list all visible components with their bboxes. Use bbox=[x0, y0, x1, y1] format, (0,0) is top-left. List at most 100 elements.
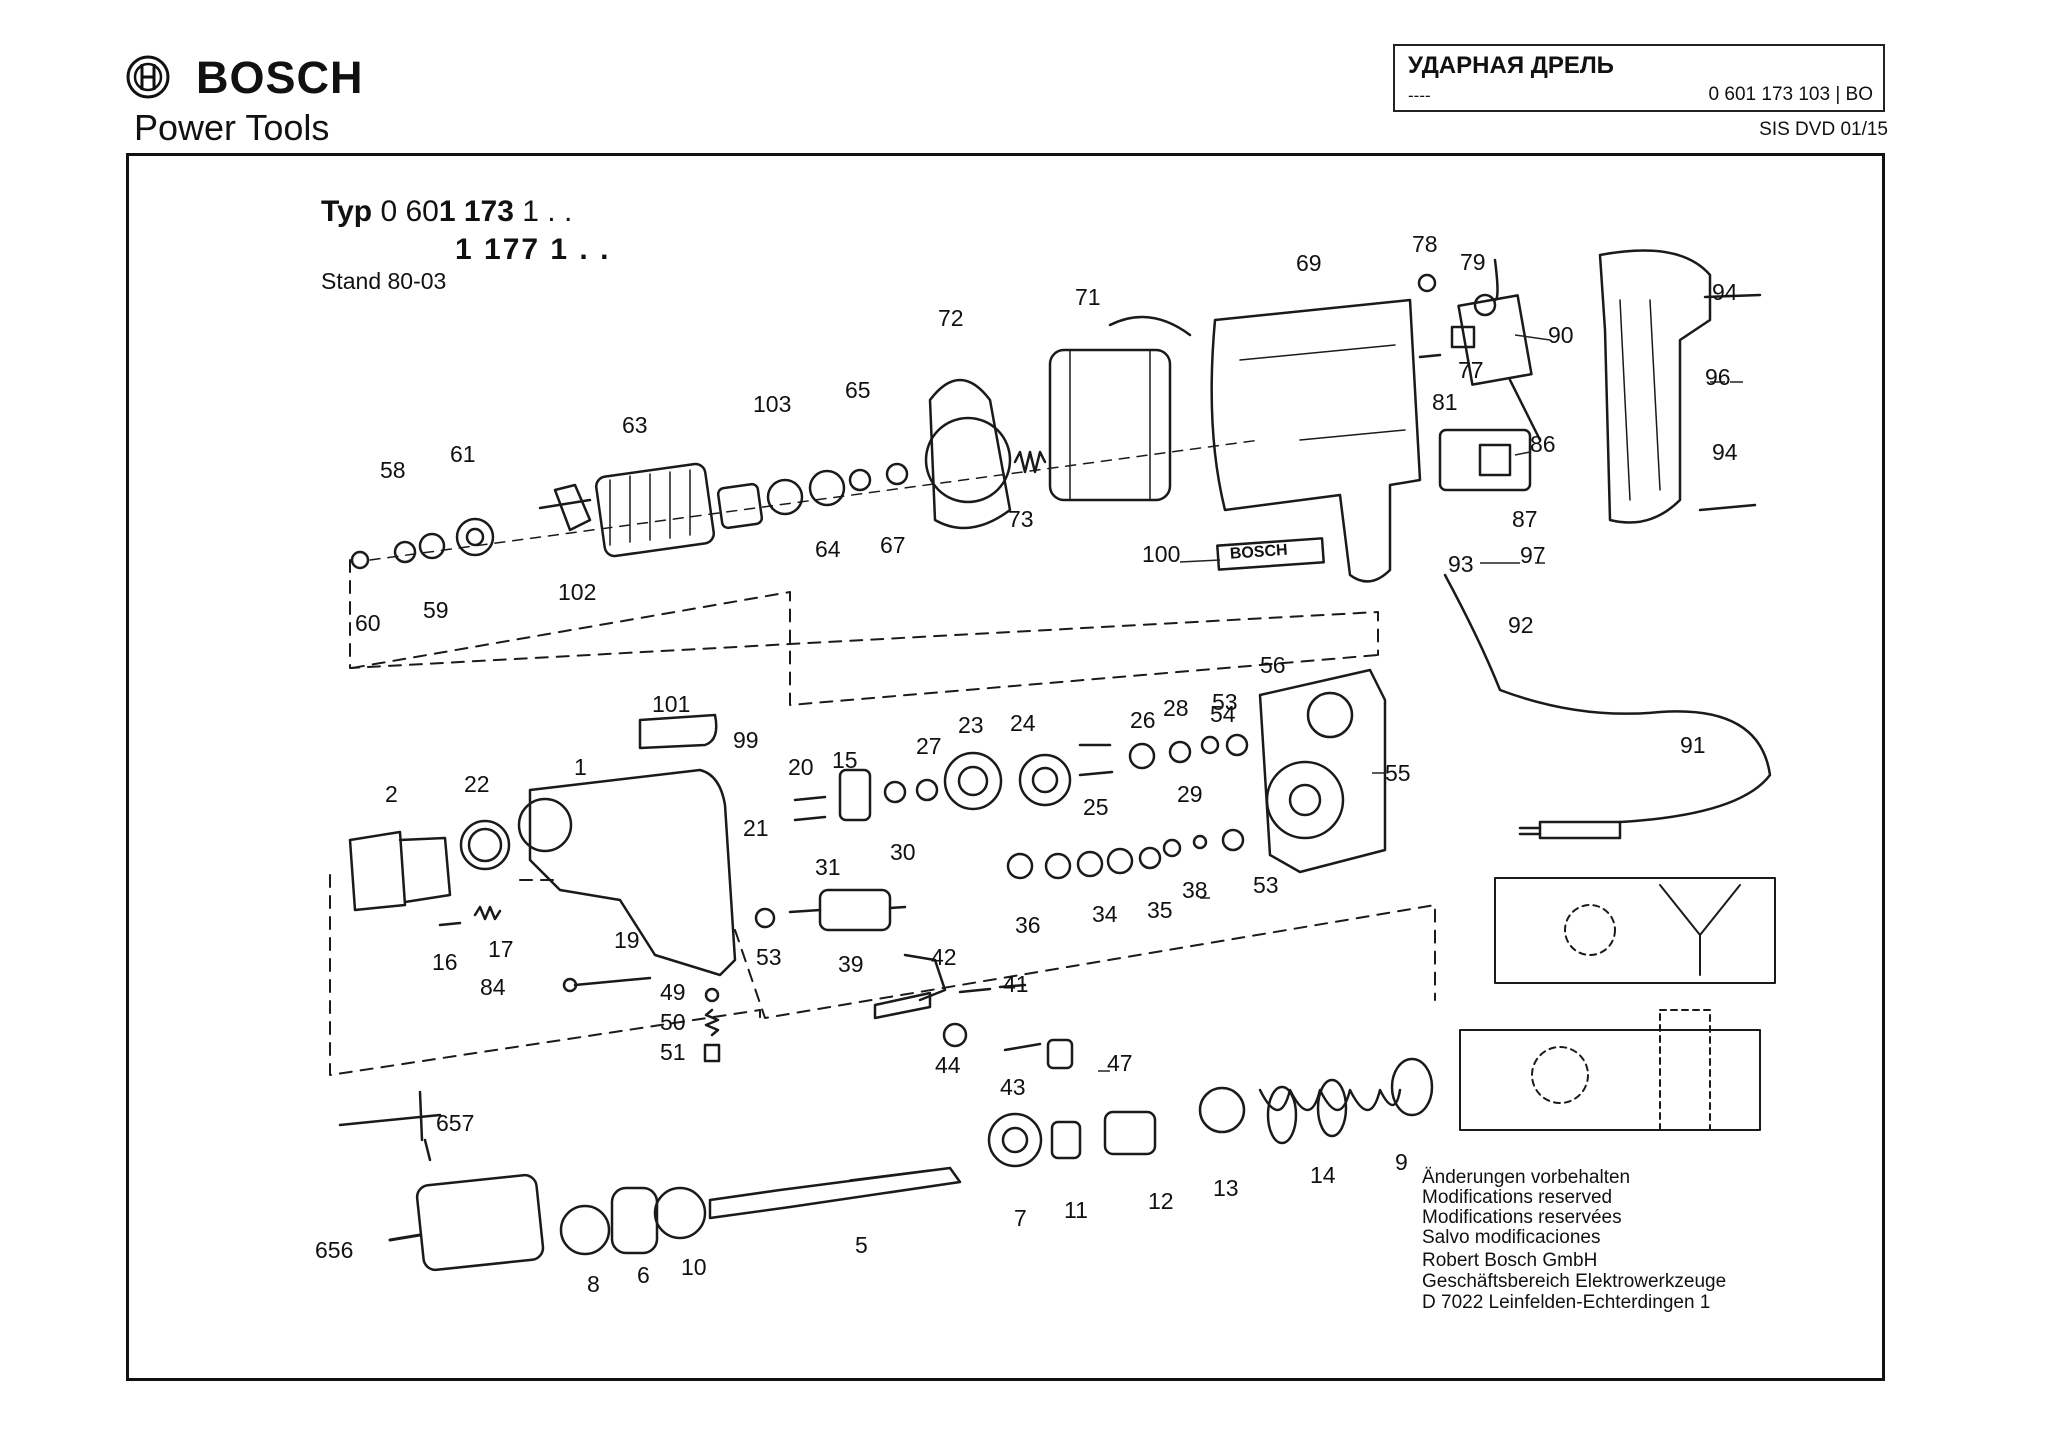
part-label: 64 bbox=[815, 536, 841, 562]
note-line: Modifications reservées bbox=[1422, 1207, 1622, 1228]
part-label: 53 bbox=[756, 944, 782, 970]
part-label: 38 bbox=[1182, 877, 1208, 903]
part-label: 12 bbox=[1148, 1188, 1174, 1214]
part-label: 81 bbox=[1432, 389, 1458, 415]
part-label: 42 bbox=[931, 944, 957, 970]
part-label: 13 bbox=[1213, 1175, 1239, 1201]
part-label: 30 bbox=[890, 839, 916, 865]
part-label: 65 bbox=[845, 377, 871, 403]
typ-line-2: 1 177 1 . . bbox=[455, 233, 611, 266]
part-label: 87 bbox=[1512, 506, 1538, 532]
part-label: 24 bbox=[1010, 710, 1036, 736]
part-label: 7 bbox=[1014, 1205, 1027, 1231]
part-label: 17 bbox=[488, 936, 514, 962]
part-label: 14 bbox=[1310, 1162, 1336, 1188]
part-label: 61 bbox=[450, 441, 476, 467]
part-label: 6 bbox=[637, 1262, 650, 1288]
part-label: 59 bbox=[423, 597, 449, 623]
typ-prefix: 0 60 bbox=[380, 195, 439, 228]
note-line: Salvo modificaciones bbox=[1422, 1227, 1601, 1248]
part-label: 102 bbox=[558, 579, 596, 605]
part-label: 60 bbox=[355, 610, 381, 636]
sis-label: SIS DVD 01/15 bbox=[1759, 119, 1888, 140]
drawing-frame bbox=[126, 153, 1885, 1381]
company-line: D 7022 Leinfelden-Echterdingen 1 bbox=[1422, 1292, 1711, 1313]
part-label: 47 bbox=[1107, 1050, 1133, 1076]
part-label: 103 bbox=[753, 391, 791, 417]
part-label: 50 bbox=[660, 1009, 686, 1035]
part-label: 96 bbox=[1705, 364, 1731, 390]
part-label: 44 bbox=[935, 1052, 961, 1078]
part-label: 27 bbox=[916, 733, 942, 759]
part-label: 21 bbox=[743, 815, 769, 841]
part-label: 19 bbox=[614, 927, 640, 953]
part-label: 100 bbox=[1142, 541, 1180, 567]
company-line: Geschäftsbereich Elektrowerkzeuge bbox=[1422, 1271, 1727, 1292]
part-label: 84 bbox=[480, 974, 506, 1000]
part-label: 67 bbox=[880, 532, 906, 558]
part-label: 28 bbox=[1163, 695, 1189, 721]
part-label: 36 bbox=[1015, 912, 1041, 938]
part-label: 5 bbox=[855, 1232, 868, 1258]
stand-label: Stand 80-03 bbox=[321, 268, 447, 294]
part-number: 0 601 173 103 | BO bbox=[1708, 84, 1873, 105]
brand-subtitle: Power Tools bbox=[134, 107, 330, 148]
part-label: 97 bbox=[1520, 542, 1546, 568]
part-label: 79 bbox=[1460, 249, 1486, 275]
part-label: 49 bbox=[660, 979, 686, 1005]
part-label: 2 bbox=[385, 781, 398, 807]
part-label: 69 bbox=[1296, 250, 1322, 276]
part-label: 657 bbox=[436, 1110, 474, 1136]
bosch-logo-icon bbox=[126, 55, 170, 99]
part-label: 22 bbox=[464, 771, 490, 797]
typ-bold: 1 173 bbox=[438, 195, 514, 228]
part-label: 29 bbox=[1177, 781, 1203, 807]
part-label: 26 bbox=[1130, 707, 1156, 733]
part-label: 53 bbox=[1253, 872, 1279, 898]
part-label: 101 bbox=[652, 691, 690, 717]
part-label: 23 bbox=[958, 712, 984, 738]
part-label: 56 bbox=[1260, 652, 1286, 678]
part-label: 93 bbox=[1448, 551, 1474, 577]
part-label: 54 bbox=[1210, 701, 1236, 727]
part-label: 34 bbox=[1092, 901, 1118, 927]
part-label: 63 bbox=[622, 412, 648, 438]
typ-suffix: 1 . . bbox=[513, 195, 573, 228]
part-label: 10 bbox=[681, 1254, 707, 1280]
part-label: 656 bbox=[315, 1237, 353, 1263]
part-label: 1 bbox=[574, 754, 587, 780]
typ-label: Typ bbox=[321, 195, 373, 228]
part-label: 99 bbox=[733, 727, 759, 753]
part-label: 94 bbox=[1712, 439, 1738, 465]
part-label: 58 bbox=[380, 457, 406, 483]
company-address: Robert Bosch GmbH Geschäftsbereich Elekt… bbox=[1422, 1250, 1726, 1313]
part-label: 20 bbox=[788, 754, 814, 780]
part-label: 91 bbox=[1680, 732, 1706, 758]
note-line: Modifications reserved bbox=[1422, 1187, 1613, 1208]
part-label: 53 bbox=[1212, 689, 1238, 715]
part-label: 15 bbox=[832, 747, 858, 773]
part-label: 86 bbox=[1530, 431, 1556, 457]
part-label: 16 bbox=[432, 949, 458, 975]
part-label: 72 bbox=[938, 305, 964, 331]
title-block: УДАРНАЯ ДРЕЛЬ ---- 0 601 173 103 | BO bbox=[1393, 44, 1885, 112]
part-label: 9 bbox=[1395, 1149, 1408, 1175]
part-label: 55 bbox=[1385, 760, 1411, 786]
part-label: 31 bbox=[815, 854, 841, 880]
part-label: 51 bbox=[660, 1039, 686, 1065]
product-name: УДАРНАЯ ДРЕЛЬ bbox=[1408, 52, 1614, 79]
part-label: 11 bbox=[1064, 1197, 1088, 1223]
part-label: 90 bbox=[1548, 322, 1574, 348]
brand-name: BOSCH bbox=[196, 52, 364, 103]
part-label: 35 bbox=[1147, 897, 1173, 923]
product-dash: ---- bbox=[1408, 86, 1431, 105]
part-label: 39 bbox=[838, 951, 864, 977]
typ-line-1: Typ 0 601 173 1 . . bbox=[321, 195, 572, 229]
part-label: 8 bbox=[587, 1271, 600, 1297]
part-label: 77 bbox=[1458, 357, 1484, 383]
note-line: Änderungen vorbehalten bbox=[1422, 1167, 1631, 1188]
part-label: 92 bbox=[1508, 612, 1534, 638]
part-label: 41 bbox=[1003, 971, 1029, 997]
part-label: 94 bbox=[1712, 279, 1738, 305]
